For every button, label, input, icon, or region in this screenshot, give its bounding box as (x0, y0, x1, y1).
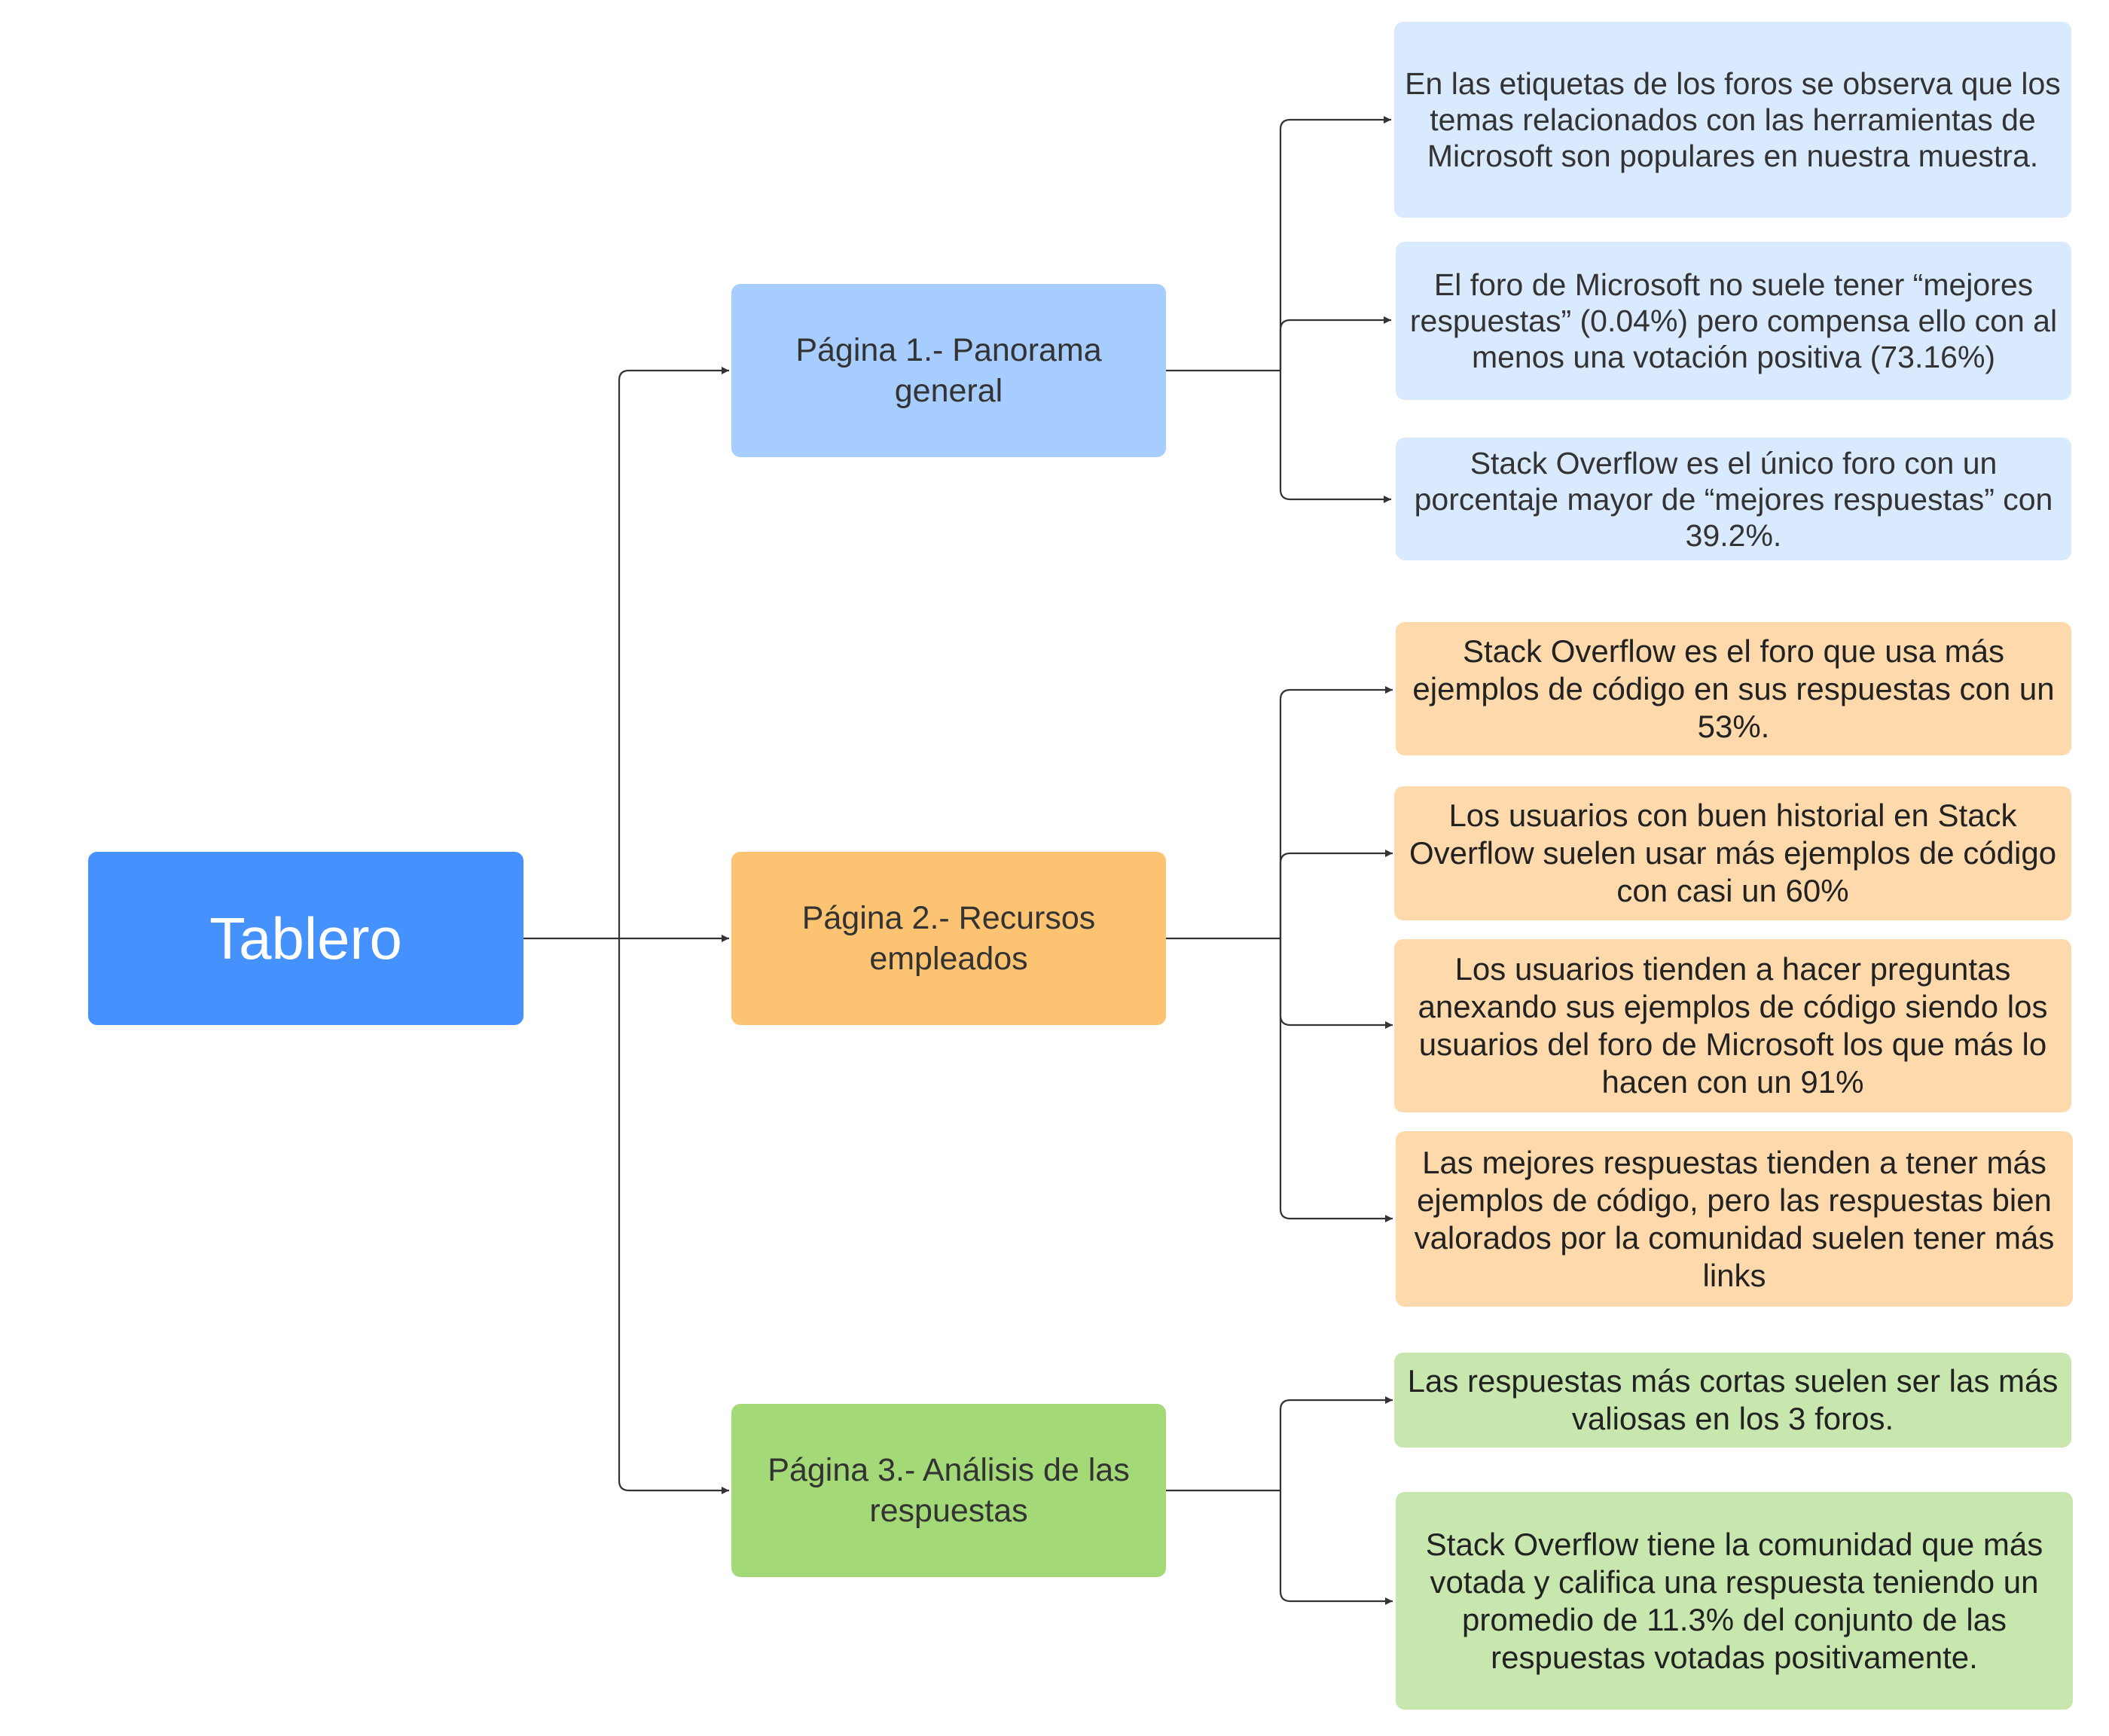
note-2-1: Stack Overflow es el foro que usa más ej… (1396, 622, 2071, 755)
connector-page-2-note-4 (1279, 938, 1393, 1222)
note-1-1: En las etiquetas de los foros se observa… (1394, 22, 2071, 218)
page-label-1: Página 1.- Panorama general (795, 332, 1102, 409)
note-text: El foro de Microsoft no suele tener “mej… (1409, 267, 2058, 374)
page-node-2: Página 2.- Recursos empleados (731, 852, 1166, 1025)
note-1-3: Stack Overflow es el único foro con un p… (1396, 438, 2071, 560)
note-text: Stack Overflow es el único foro con un p… (1414, 445, 2053, 553)
page-node-3: Página 3.- Análisis de las respuestas (731, 1404, 1166, 1577)
connector-page-2-note-2 (1279, 850, 1393, 938)
root-label: Tablero (209, 905, 402, 972)
connector-root-page-3 (618, 938, 729, 1494)
note-2-3: Los usuarios tienden a hacer preguntas a… (1394, 939, 2071, 1112)
connector-page-3-note-1 (1279, 1396, 1393, 1490)
note-text: Las respuestas más cortas suelen ser las… (1407, 1363, 2059, 1436)
note-text: Las mejores respuestas tienden a tener m… (1414, 1144, 2055, 1293)
connector-page-1-note-3 (1279, 371, 1391, 503)
page-node-1: Página 1.- Panorama general (731, 284, 1166, 457)
note-3-1: Las respuestas más cortas suelen ser las… (1394, 1353, 2071, 1448)
note-text: Los usuarios tienden a hacer preguntas a… (1418, 951, 2048, 1100)
note-text: Los usuarios con buen historial en Stack… (1409, 798, 2057, 908)
note-2-4: Las mejores respuestas tienden a tener m… (1396, 1131, 2073, 1307)
connector-page-1-note-2 (1279, 316, 1391, 371)
page-label-2: Página 2.- Recursos empleados (801, 900, 1096, 977)
note-text: Stack Overflow tiene la comunidad que má… (1425, 1526, 2043, 1675)
page-label-3: Página 3.- Análisis de las respuestas (768, 1452, 1130, 1529)
root-node: Tablero (88, 852, 523, 1025)
connector-page-3-note-2 (1279, 1490, 1393, 1605)
connector-root-page-1 (618, 367, 729, 938)
note-text: En las etiquetas de los foros se observa… (1405, 66, 2061, 173)
connector-page-2-note-1 (1279, 686, 1393, 938)
note-text: Stack Overflow es el foro que usa más ej… (1412, 633, 2055, 744)
note-2-2: Los usuarios con buen historial en Stack… (1394, 786, 2071, 920)
connector-page-2-note-3 (1279, 938, 1393, 1029)
note-1-2: El foro de Microsoft no suele tener “mej… (1396, 242, 2071, 400)
connector-page-1-note-1 (1279, 116, 1391, 371)
note-3-2: Stack Overflow tiene la comunidad que má… (1396, 1492, 2073, 1710)
